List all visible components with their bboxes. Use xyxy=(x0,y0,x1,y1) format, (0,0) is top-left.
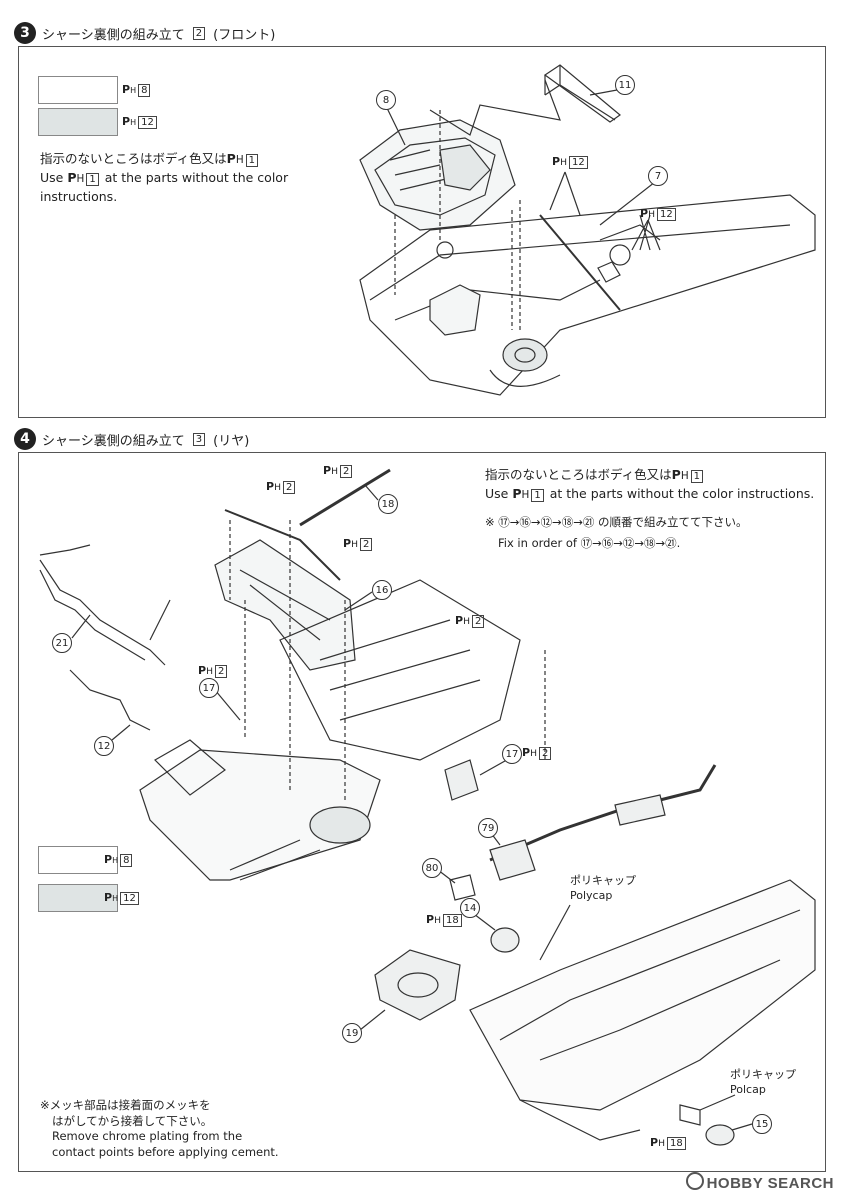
step3-frame xyxy=(18,46,826,418)
step4-swatch-gray xyxy=(38,884,118,912)
step3-title: シャーシ裏側の組み立て xyxy=(42,27,185,43)
callout-14: 14 xyxy=(460,898,480,918)
hobby-search-logo-icon xyxy=(685,1172,704,1190)
polycap-label-2-en: Polcap xyxy=(730,1083,766,1096)
polycap-label-1-jp: ポリキャップ xyxy=(570,874,636,887)
step3-title-sub: (フロント) xyxy=(213,27,276,43)
step3-title-box: 2 xyxy=(192,26,206,40)
hobby-search-watermark: HOBBY SEARCH xyxy=(685,1172,834,1192)
step3-swatch-white xyxy=(38,76,118,104)
callout-18: 18 xyxy=(378,494,398,514)
step4-title: シャーシ裏側の組み立て xyxy=(42,433,185,449)
step3-swatch-gray xyxy=(38,108,118,136)
step4-order-en: Fix in order of ⑰→⑯→⑫→⑱→㉑. xyxy=(498,536,681,550)
chrome-plating-note: ※メッキ部品は接着面のメッキを はがしてから接着して下さい。 Remove ch… xyxy=(40,1098,279,1159)
polycap-label-1-en: Polycap xyxy=(570,889,613,902)
callout-80: 80 xyxy=(422,858,442,878)
step3-assembly-drawing xyxy=(359,64,816,396)
step4-title-sub: (リヤ) xyxy=(213,433,250,449)
callout-21: 21 xyxy=(52,633,72,653)
callout-11: 11 xyxy=(615,75,635,95)
step3-number: 3 xyxy=(14,22,36,44)
callout-7: 7 xyxy=(648,166,668,186)
step4-number: 4 xyxy=(14,428,36,450)
step4-title-box: 3 xyxy=(192,432,206,446)
step4-frame xyxy=(18,452,826,1172)
step4-order-jp: ※ ⑰→⑯→⑫→⑱→㉑ の順番で組み立てて下さい。 xyxy=(485,515,748,529)
step3-header: 3 シャーシ裏側の組み立て 2 (フロント) xyxy=(14,22,275,44)
callout-15: 15 xyxy=(752,1114,772,1134)
callout-8: 8 xyxy=(376,90,396,110)
polycap-label-2-jp: ポリキャップ xyxy=(730,1068,796,1081)
callout-19: 19 xyxy=(342,1023,362,1043)
callout-16: 16 xyxy=(372,580,392,600)
step4-header: 4 シャーシ裏側の組み立て 3 (リヤ) xyxy=(14,428,249,450)
step4-swatch-white xyxy=(38,846,118,874)
callout-17-right: 17 xyxy=(502,744,522,764)
callout-17-left: 17 xyxy=(199,678,219,698)
callout-12: 12 xyxy=(94,736,114,756)
callout-79: 79 xyxy=(478,818,498,838)
